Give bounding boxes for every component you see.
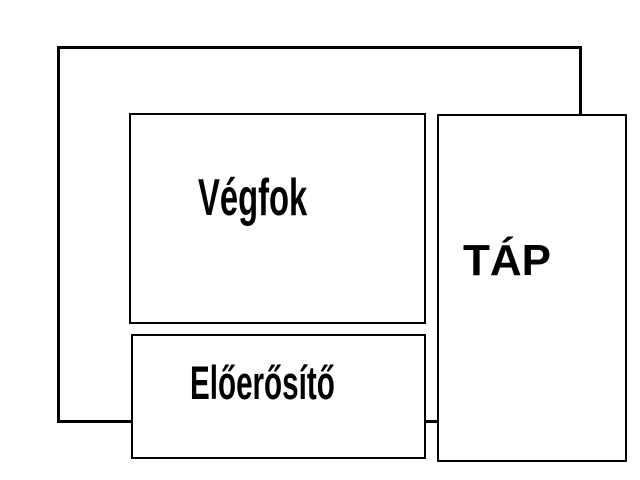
power-amp-box: Végfok <box>129 113 426 324</box>
power-amp-label: Végfok <box>198 169 308 227</box>
chassis-outline: Végfok Előerősítő TÁP <box>57 46 627 462</box>
preamp-label: Előerősítő <box>190 356 335 409</box>
preamp-box: Előerősítő <box>131 334 426 459</box>
power-supply-box: TÁP <box>437 114 627 462</box>
power-supply-label: TÁP <box>463 236 551 285</box>
